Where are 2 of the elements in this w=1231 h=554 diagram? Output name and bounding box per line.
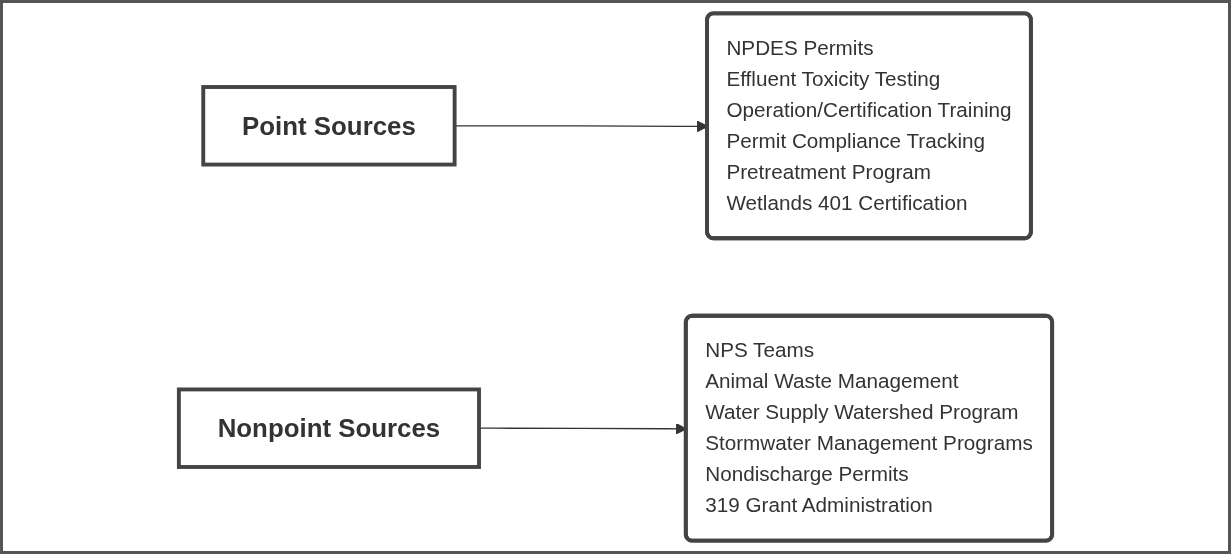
node-box: Nonpoint Sources [176,387,481,469]
node-box: Point Sources [201,85,457,167]
